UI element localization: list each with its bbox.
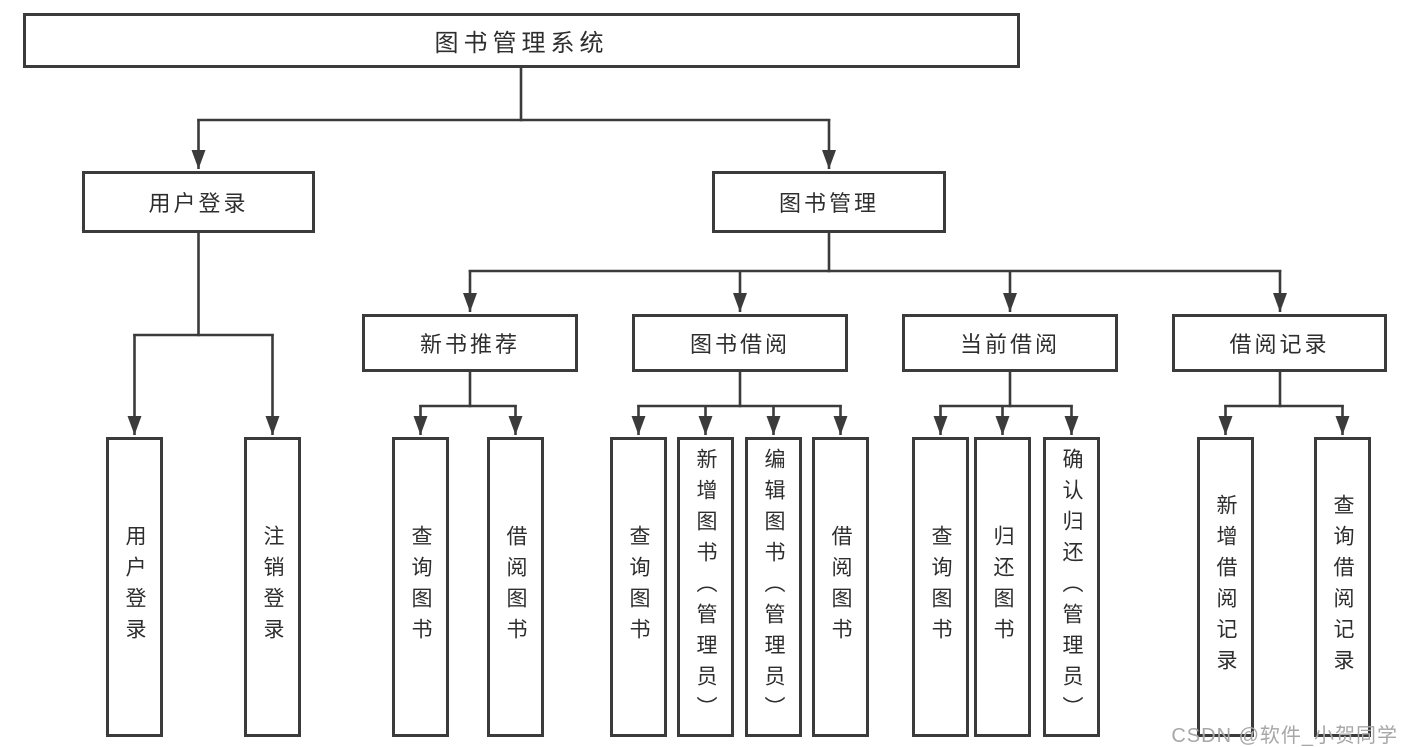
node-book-management: 图书管理 xyxy=(712,171,946,233)
node-current-borrowing: 当前借阅 xyxy=(902,314,1118,372)
leaf-query-borrow-record: 查询借阅记录 xyxy=(1314,437,1371,737)
node-new-book-recommendation: 新书推荐 xyxy=(362,314,578,372)
csdn-watermark: CSDN @软件_小贺同学 xyxy=(1171,725,1398,747)
leaf-borrow-books: 借阅图书 xyxy=(812,437,869,737)
leaf-add-borrow-record: 新增借阅记录 xyxy=(1197,437,1254,737)
leaf-query-books-borrowing: 查询图书 xyxy=(610,437,667,737)
leaf-add-books-admin: 新增图书（管理员） xyxy=(677,437,734,737)
node-borrowing-records: 借阅记录 xyxy=(1172,314,1387,372)
leaf-query-books-recommend: 查询图书 xyxy=(392,437,449,737)
leaf-logout: 注销登录 xyxy=(244,437,301,737)
leaf-query-books-current: 查询图书 xyxy=(912,437,969,737)
leaf-edit-books-admin: 编辑图书（管理员） xyxy=(745,437,802,737)
leaf-confirm-return-admin: 确认归还（管理员） xyxy=(1043,437,1100,737)
node-book-borrowing: 图书借阅 xyxy=(632,314,848,372)
leaf-user-login: 用户登录 xyxy=(106,437,163,737)
node-user-login: 用户登录 xyxy=(82,171,315,233)
leaf-return-books: 归还图书 xyxy=(974,437,1031,737)
leaf-borrow-books-recommend: 借阅图书 xyxy=(487,437,544,737)
node-library-management-system: 图书管理系统 xyxy=(23,13,1020,68)
